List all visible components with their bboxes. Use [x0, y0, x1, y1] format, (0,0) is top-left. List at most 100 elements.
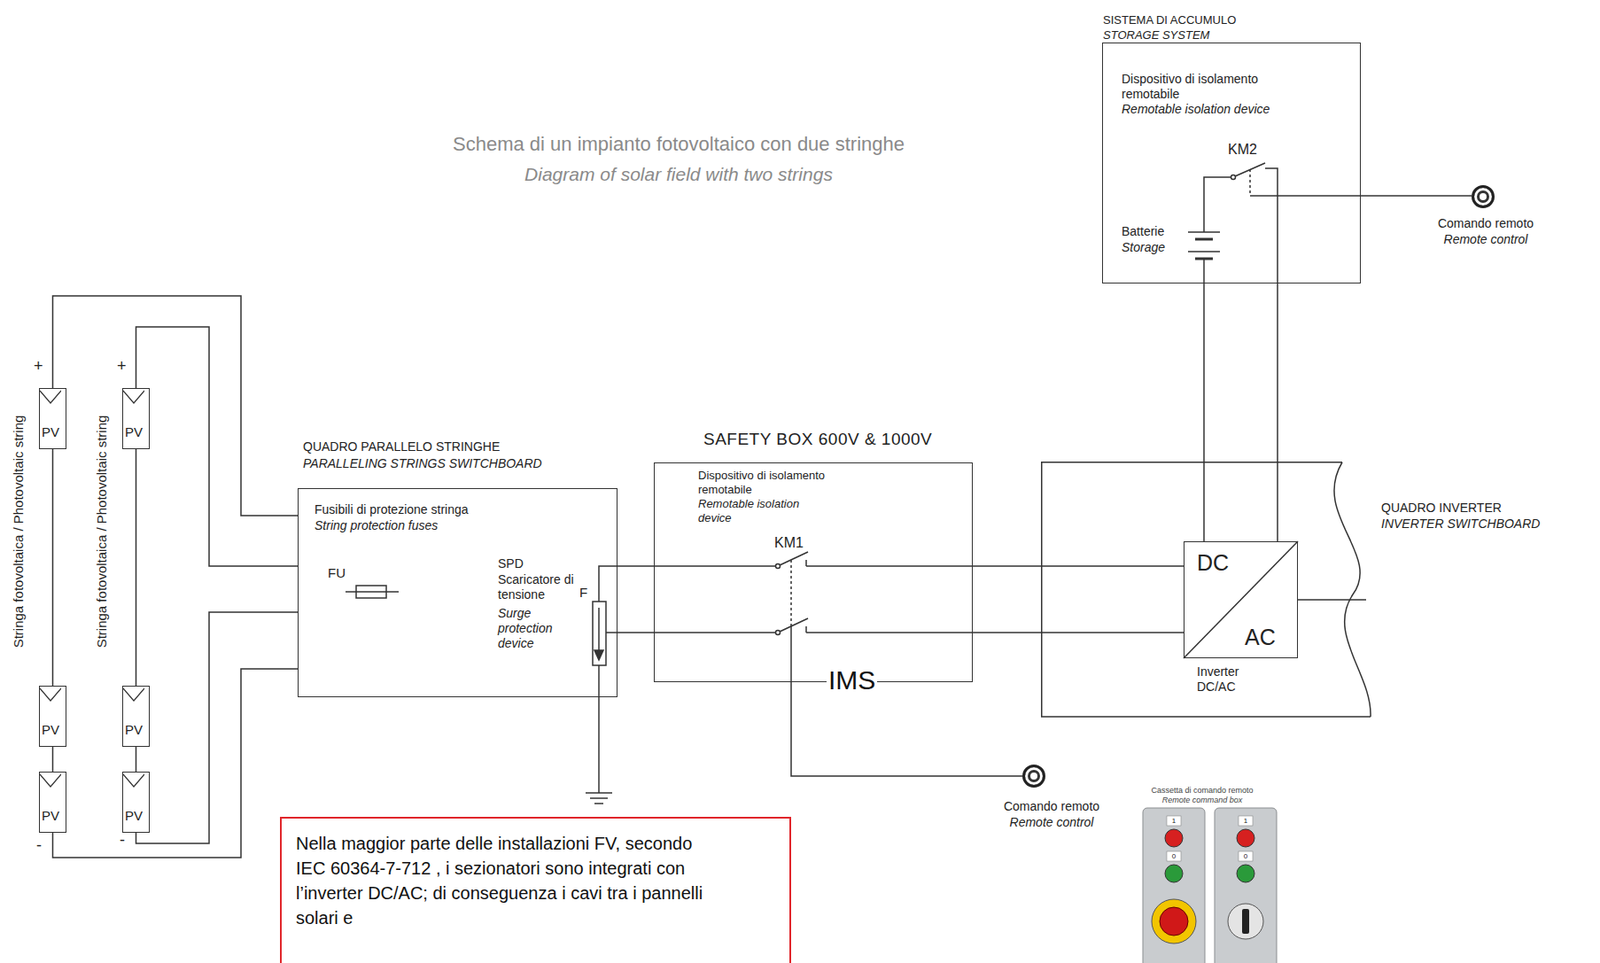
device-tag: IMS: [826, 664, 878, 697]
remote-control: Comando remotoRemote control: [1022, 764, 1046, 788]
wire: [1203, 283, 1205, 542]
pv-mark: [39, 688, 62, 701]
pv-module: PV: [38, 771, 67, 833]
device-tag: FU: [327, 565, 346, 582]
inverter-diagonal: [1183, 541, 1298, 659]
button-mark: 0: [1166, 851, 1181, 862]
control-link: [790, 559, 793, 627]
device-tag: KM2: [1227, 140, 1258, 158]
spd-arrow: [598, 607, 600, 653]
safety-box: SAFETY BOX 600V & 1000VDispositivo di is…: [653, 462, 973, 683]
remote-label: Comando remoto: [987, 799, 1116, 815]
module-label: PV: [39, 722, 62, 738]
pv-module: PV: [38, 388, 67, 450]
subtitle: Diagram of solar field with two strings: [324, 163, 1034, 186]
control-wire: [1250, 194, 1361, 197]
wire: [53, 668, 299, 858]
string-label: Stringa fotovoltaica / Photovoltaic stri…: [93, 363, 110, 700]
wire: [135, 746, 138, 772]
button-mark: 0: [1238, 851, 1253, 862]
pv-mark: [39, 774, 62, 787]
note-box: Nella maggior parte delle installazioni …: [279, 816, 792, 963]
string-switchboard: QUADRO PARALLELO STRINGHEPARALLELING STR…: [297, 488, 618, 698]
module-label: PV: [123, 807, 145, 824]
control-wire: [790, 626, 793, 683]
device-text: Remotable isolation device: [1121, 101, 1277, 117]
wire: [52, 746, 55, 772]
fuse-symbol: [345, 585, 399, 599]
remote-command-box-illustration: [1142, 807, 1277, 963]
switch-blade: [779, 618, 808, 632]
wire: [605, 631, 618, 634]
illustration-title: Remote command box: [1126, 795, 1278, 806]
wire: [972, 565, 1184, 567]
box-heading: STORAGE SYSTEM: [1102, 28, 1369, 43]
wire: [1360, 194, 1472, 197]
string-label: Stringa fotovoltaica / Photovoltaic stri…: [10, 363, 27, 700]
fuse-wire: [345, 590, 399, 593]
module-label: PV: [123, 424, 145, 441]
module-label: PV: [39, 424, 62, 441]
inverter-box: DCACInverter DC/AC: [1183, 541, 1298, 659]
part-name: Surge protection device: [497, 605, 587, 651]
green-button: [1165, 864, 1183, 883]
inverter-switchboard: QUADRO INVERTERINVERTER SWITCHBOARDDCACI…: [1040, 461, 1374, 718]
pv-module: PV: [122, 771, 150, 833]
wire: [1276, 283, 1279, 542]
spd-arrow-head: [594, 650, 604, 661]
red-button: [1236, 829, 1255, 847]
wire: [653, 631, 777, 634]
port-label: DC: [1196, 549, 1229, 576]
ac-output-wire: [1297, 598, 1367, 601]
part-name: Storage: [1121, 240, 1166, 256]
box-heading: SISTEMA DI ACCUMULO: [1102, 13, 1369, 28]
part-name: Fusibili di protezione stringa: [314, 502, 536, 518]
wire: [598, 566, 618, 602]
pv-mark: [123, 774, 145, 787]
note-text: Nella maggior parte delle installazioni …: [295, 831, 723, 931]
outline: [1041, 462, 1371, 717]
wire: [1203, 258, 1205, 284]
illustration-title: Cassetta di comando remoto: [1126, 785, 1278, 796]
key-knob: [1242, 908, 1250, 934]
battery-and-km2-switch: [1188, 163, 1361, 284]
polarity-sign: -: [36, 836, 42, 856]
earth-symbol: [590, 797, 608, 800]
wire: [136, 326, 299, 567]
spd-body: [592, 601, 606, 666]
device-text: Dispositivo di isolamento remotabile: [1121, 71, 1286, 102]
wire: [52, 449, 55, 686]
wire: [653, 565, 777, 567]
emergency-mushroom: [1159, 907, 1189, 936]
remote-label: Comando remoto: [1432, 216, 1539, 232]
box-heading: SAFETY BOX 600V & 1000V: [703, 429, 987, 451]
wire: [136, 612, 299, 844]
switch-contact: [776, 564, 781, 569]
green-button: [1236, 864, 1255, 883]
plate: [1166, 815, 1181, 826]
switchboard-outline: [1040, 461, 1374, 718]
wire: [617, 565, 654, 567]
button-mark: 1: [1238, 815, 1253, 826]
wire: [617, 631, 654, 634]
km1-switch: [653, 551, 973, 683]
wire: [1265, 168, 1278, 284]
device-text: Dispositivo di isolamento remotabile: [698, 468, 876, 497]
battery-plate: [1195, 238, 1213, 241]
port-label: AC: [1244, 623, 1276, 651]
earth-symbol: [594, 802, 604, 805]
pv-mark: [123, 688, 145, 701]
diagram-title: Schema di un impianto fotovoltaico con d…: [324, 132, 1034, 156]
plate: [1238, 851, 1253, 862]
part-name: String protection fuses: [314, 518, 536, 534]
battery-plate: [1188, 250, 1220, 253]
pv-mark: [39, 390, 62, 404]
device-tag: F: [579, 584, 588, 601]
plate: [1238, 815, 1253, 826]
device-text: Remotable isolation device: [698, 497, 832, 525]
earth-symbol: [585, 792, 613, 794]
pv-module: PV: [122, 685, 150, 747]
wire: [1203, 177, 1232, 233]
fuse-body: [356, 585, 387, 599]
